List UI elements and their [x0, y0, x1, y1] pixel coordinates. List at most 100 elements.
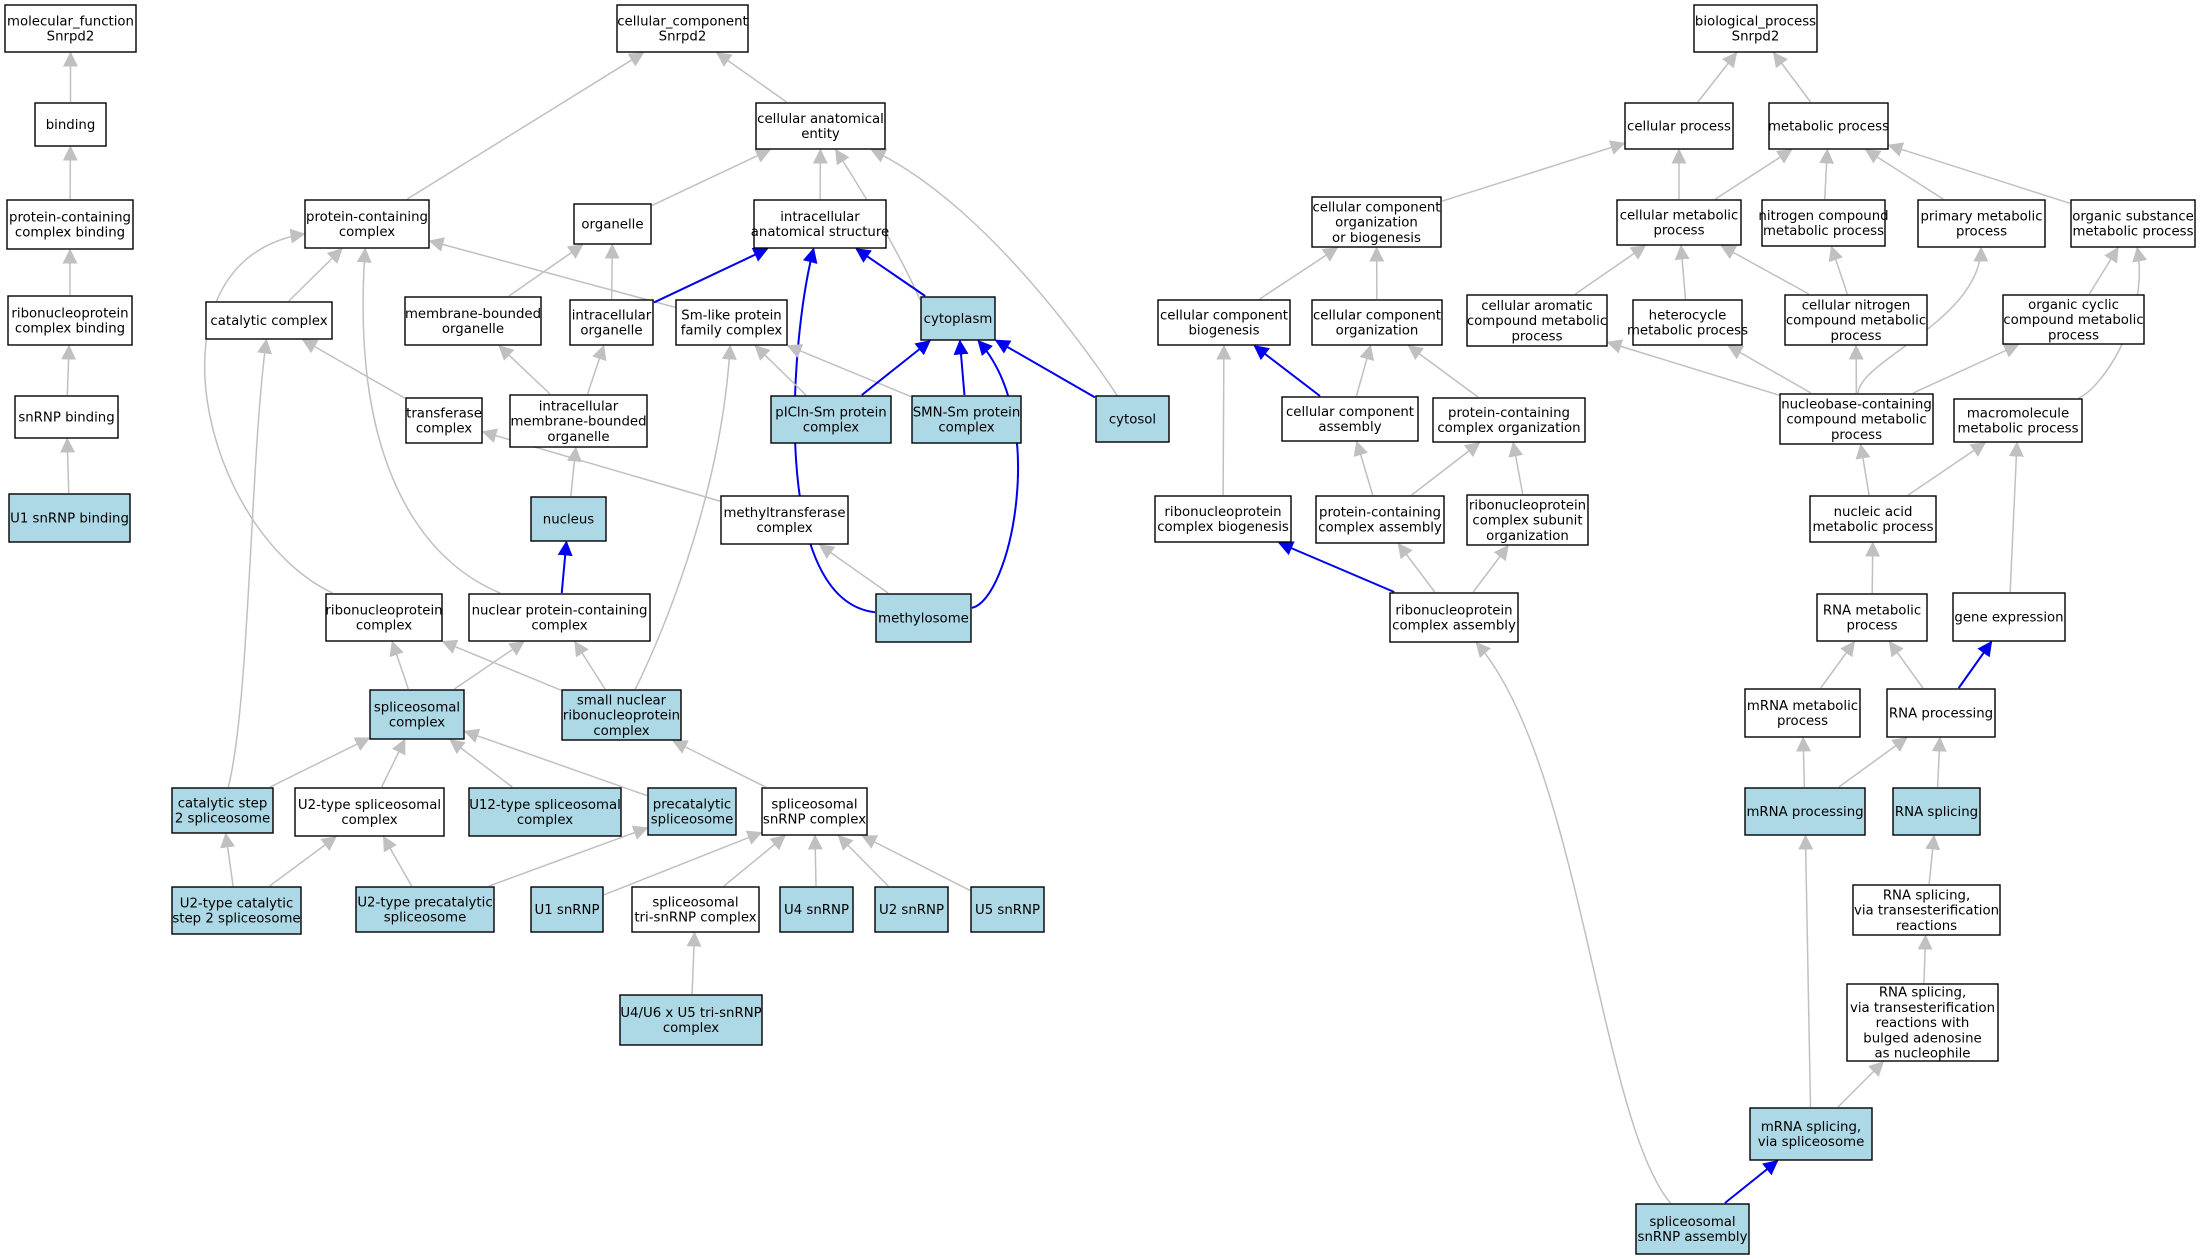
go-term-label: U5 snRNP [975, 903, 1040, 918]
go-term-label: organization [1336, 324, 1419, 339]
go-term-label: spliceosomal [652, 896, 738, 911]
edge-u2s-to-splc [381, 738, 406, 788]
go-term-mrnap[interactable]: mRNA processing [1744, 787, 1866, 836]
go-term-cat[interactable]: catalytic complex [205, 301, 333, 340]
go-term-nucleus[interactable]: nucleus [530, 496, 607, 542]
go-term-meth[interactable]: methylosome [875, 593, 972, 643]
go-term-mrnas[interactable]: mRNA splicing,via spliceosome [1749, 1107, 1873, 1161]
edge-smn-to-smlike [786, 344, 912, 398]
go-term-u4[interactable]: U4 snRNP [779, 886, 854, 933]
go-term-label: protein-containing [1448, 406, 1570, 421]
go-term-label: spliceosomal [374, 701, 460, 716]
edge-rnas-to-rnap [1931, 736, 1947, 788]
go-term-rnas[interactable]: RNA splicing [1892, 787, 1981, 836]
go-term-box [573, 203, 652, 245]
go-term-cyto[interactable]: cytoplasm [920, 296, 996, 341]
go-term-box [8, 493, 131, 543]
go-term-label: assembly [1318, 420, 1381, 435]
go-term-rnast[interactable]: RNA splicing,via transesterificationreac… [1852, 884, 2001, 936]
edge-splc-to-rnpc [389, 640, 410, 690]
edge-u4u6-to-tri [686, 931, 702, 995]
go-term-box [770, 395, 892, 444]
go-term-label: ribonucleoprotein [1469, 498, 1586, 513]
go-term-snrnpb[interactable]: snRNP binding [14, 395, 119, 439]
go-term-label: cellular component [1312, 200, 1440, 215]
go-term-label: RNA metabolic [1823, 604, 1921, 619]
go-term-u5[interactable]: U5 snRNP [970, 886, 1045, 933]
go-term-label: complex [356, 619, 412, 634]
go-term-box [205, 301, 333, 340]
go-term-u2[interactable]: U2 snRNP [874, 886, 949, 933]
go-term-u1[interactable]: U1 snRNP [530, 886, 604, 933]
go-term-cytosol[interactable]: cytosol [1095, 395, 1170, 443]
edge-smn-to-cyto [953, 339, 969, 396]
edge-ccob-to-cp [1441, 140, 1626, 202]
go-term-binding[interactable]: binding [34, 102, 107, 147]
go-term-mp[interactable]: metabolic process [1768, 102, 1889, 150]
go-term-org[interactable]: organelle [573, 203, 652, 245]
go-term-label: snRNP binding [18, 411, 114, 426]
go-term-label: U2-type precatalytic [357, 896, 492, 911]
go-term-box [171, 886, 302, 935]
go-term-rnap[interactable]: RNA processing [1886, 688, 1996, 738]
go-term-cp[interactable]: cellular process [1624, 102, 1734, 150]
go-term-box [1281, 396, 1419, 442]
go-term-u1b[interactable]: U1 snRNP binding [8, 493, 131, 543]
go-term-rnastb[interactable]: RNA splicing,via transesterificationreac… [1846, 983, 1999, 1062]
edge-u2-to-ssnrnp [837, 834, 889, 887]
go-term-ge[interactable]: gene expression [1952, 592, 2066, 642]
